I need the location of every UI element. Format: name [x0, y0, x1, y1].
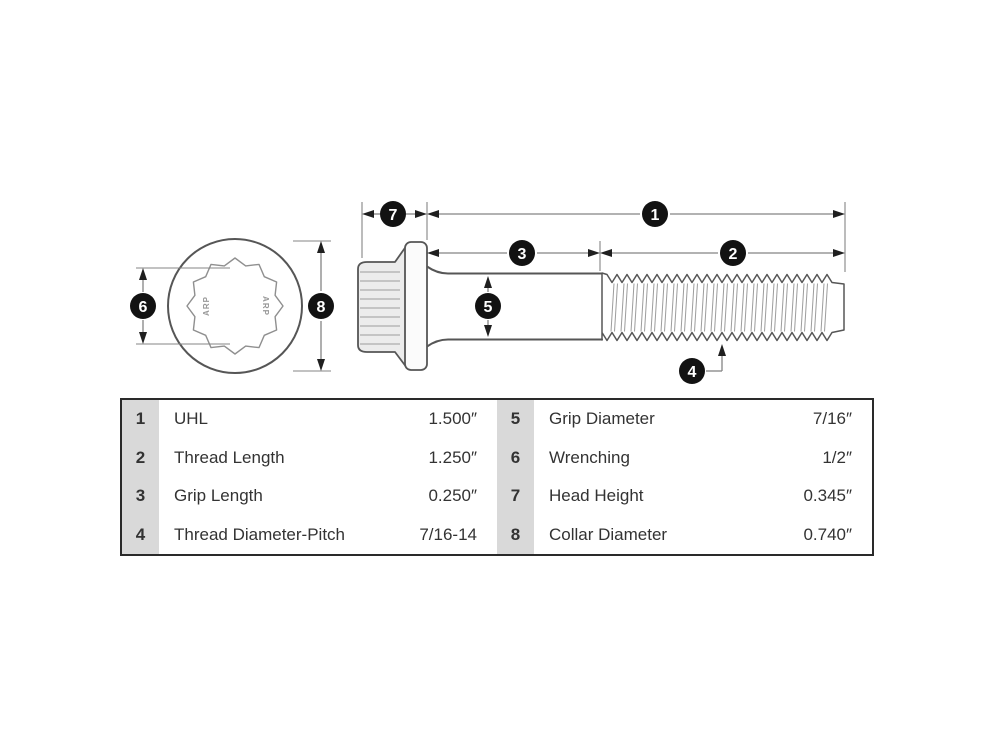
callout-badge-1: 1: [642, 201, 668, 227]
spec-row: 3 Grip Length 0.250″: [122, 477, 497, 516]
badge-number: 8: [317, 299, 326, 316]
spec-num: 1: [122, 400, 159, 439]
bolt-end-view: ARP ARP: [167, 238, 303, 374]
spec-label: Wrenching: [549, 447, 630, 467]
spec-num: 5: [497, 400, 534, 439]
spec-value: 0.250″: [428, 486, 477, 506]
spec-label: Head Height: [549, 486, 644, 506]
spec-value: 7/16-14: [419, 524, 477, 544]
spec-table-right: 5 Grip Diameter 7/16″ 6 Wrenching 1/2″ 7 Head H…: [497, 400, 872, 554]
dim-collar-diameter: [293, 240, 331, 372]
callout-badge-7: 7: [380, 201, 406, 227]
spec-table: 1 UHL 1.500″ 2 Thread Length 1.250″ 3 Grip Leng…: [120, 398, 874, 556]
thread-flank-lines: [610, 283, 828, 332]
dim-head-height: [362, 210, 427, 218]
head-marking-left: ARP: [202, 296, 211, 316]
callout-badge-3: 3: [509, 240, 535, 266]
bolt-side-view: [357, 241, 845, 371]
spec-num: 3: [122, 477, 159, 516]
spec-label: UHL: [174, 409, 209, 429]
spec-num: 4: [122, 515, 159, 554]
badge-number: 2: [729, 246, 738, 263]
spec-num: 7: [497, 477, 534, 516]
extension-lines: [361, 202, 846, 272]
spec-value: 0.345″: [803, 486, 852, 506]
twelve-point-head: [186, 257, 284, 355]
bolt-head-side: [357, 244, 408, 369]
spec-row: 7 Head Height 0.345″: [497, 477, 872, 516]
spec-row: 8 Collar Diameter 0.740″: [497, 515, 872, 554]
badge-circle: [130, 293, 156, 319]
spec-row: 1 UHL 1.500″: [122, 400, 497, 439]
spec-label: Thread Length: [174, 447, 285, 467]
badge-circle: [509, 240, 535, 266]
spec-value: 7/16″: [812, 409, 852, 429]
badge-circle: [308, 293, 334, 319]
dim-uhl: [427, 210, 845, 218]
flange-collar: [404, 241, 428, 371]
callout-badge-5: 5: [475, 293, 501, 319]
spec-label: Thread Diameter-Pitch: [174, 524, 346, 544]
head-spline-ribs: [360, 271, 400, 345]
callout-badge-6: 6: [130, 293, 156, 319]
badge-circle: [679, 358, 705, 384]
badge-circle: [475, 293, 501, 319]
badge-circle: [720, 240, 746, 266]
spec-row: 5 Grip Diameter 7/16″: [497, 400, 872, 439]
spec-label: Grip Length: [174, 486, 263, 506]
spec-row: 4 Thread Diameter-Pitch 7/16-14: [122, 515, 497, 554]
head-marking-right: ARP: [261, 296, 270, 316]
grip-shank: [426, 273, 602, 340]
dim-grip-length: [427, 249, 600, 257]
spec-row: 6 Wrenching 1/2″: [497, 438, 872, 477]
badge-number: 7: [389, 207, 398, 224]
callout-badge-4: 4: [679, 358, 705, 384]
callout-badge-8: 8: [308, 293, 334, 319]
spec-value: 0.740″: [803, 524, 852, 544]
spec-value: 1/2″: [822, 447, 852, 467]
badge-number: 1: [651, 207, 660, 224]
badge-number: 6: [139, 299, 148, 316]
leader-thread-pitch: [706, 344, 726, 372]
spec-num: 6: [497, 438, 534, 477]
spec-num: 2: [122, 438, 159, 477]
spec-value: 1.500″: [428, 409, 477, 429]
spec-label: Collar Diameter: [549, 524, 668, 544]
spec-label: Grip Diameter: [549, 409, 655, 429]
badge-circle: [380, 201, 406, 227]
spec-num: 8: [497, 515, 534, 554]
spec-value: 1.250″: [428, 447, 477, 467]
dim-grip-diameter: [484, 276, 492, 337]
spec-table-left: 1 UHL 1.500″ 2 Thread Length 1.250″ 3 Grip Leng…: [122, 400, 497, 554]
dim-wrenching: [136, 267, 230, 345]
badge-number: 3: [518, 246, 527, 263]
badge-circle: [642, 201, 668, 227]
spec-row: 2 Thread Length 1.250″: [122, 438, 497, 477]
callout-badge-2: 2: [720, 240, 746, 266]
badge-number: 5: [484, 299, 493, 316]
dim-thread-length: [600, 249, 845, 257]
badge-number: 4: [688, 364, 697, 381]
